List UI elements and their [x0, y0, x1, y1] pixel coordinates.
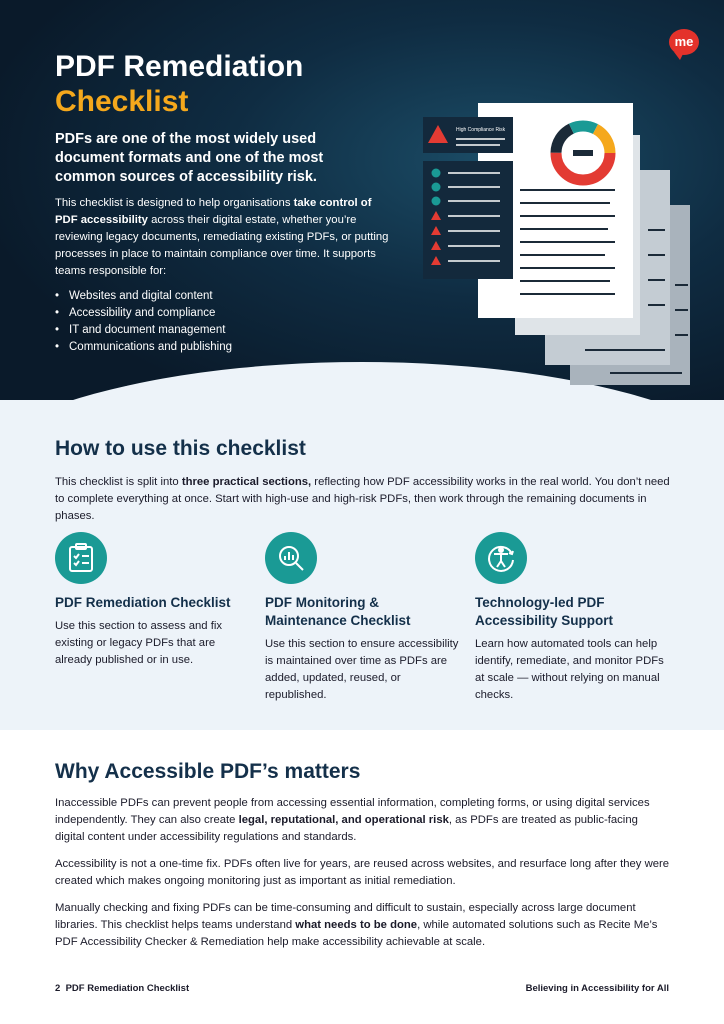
footer-tagline: Believing in Accessibility for All	[525, 983, 669, 994]
how-to-background	[0, 400, 724, 730]
section-text: Learn how automated tools can help ident…	[475, 638, 664, 701]
why-p1-bold: legal, reputational, and operational ris…	[238, 814, 449, 826]
section-title: PDF Remediation Checklist	[55, 595, 231, 610]
donut-chart-icon	[550, 120, 616, 186]
intro-text-bold: take control of PDF accessibility	[55, 197, 372, 226]
audience-list-item: Websites and digital content	[55, 288, 232, 305]
audience-list: Websites and digital content Accessibili…	[55, 288, 232, 356]
checklist-panel-items	[431, 168, 500, 265]
intro-text-end: across their digital estate, whether you…	[55, 214, 389, 277]
document-stack-illustration: High Compliance Risk	[423, 103, 690, 385]
recite-me-logo: me	[669, 29, 699, 60]
why-paragraph-3: Manually checking and fixing PDFs can be…	[55, 900, 670, 951]
intro-text-start: This checklist is designed to help organ…	[55, 197, 294, 209]
audience-list-item: Accessibility and compliance	[55, 305, 232, 322]
section-text: Use this section to ensure accessibility…	[265, 638, 459, 701]
section-text: Use this section to assess and fix exist…	[55, 620, 223, 666]
lead-text: PDFs are one of the most widely used doc…	[55, 131, 324, 185]
section-card-remediation: PDF Remediation Checklist Use this secti…	[55, 532, 250, 669]
why-paragraph-1: Inaccessible PDFs can prevent people fro…	[55, 795, 670, 846]
audience-list-item: IT and document management	[55, 322, 232, 339]
why-p3-start: Manually checking and fixing PDFs can be…	[55, 902, 636, 931]
how-to-intro: This checklist is split into three pract…	[55, 474, 670, 525]
how-to-intro-start: This checklist is split into	[55, 476, 182, 488]
accessibility-person-icon	[475, 532, 527, 584]
why-p3-end: , while automated solutions such as Reci…	[55, 919, 658, 948]
section-card-technology: Technology-led PDF Accessibility Support…	[475, 532, 670, 704]
why-heading: Why Accessible PDF’s matters	[55, 760, 361, 783]
clipboard-checklist-icon	[55, 532, 107, 584]
why-p1-start: Inaccessible PDFs can prevent people fro…	[55, 797, 650, 826]
why-p1-end: , as PDFs are treated as public-facing d…	[55, 814, 638, 843]
section-card-monitoring: PDF Monitoring & Maintenance Checklist U…	[265, 532, 460, 704]
page-number: 2	[55, 983, 61, 994]
how-to-intro-bold: three practical sections,	[181, 476, 312, 488]
magnifier-chart-icon	[265, 532, 317, 584]
warning-icon	[428, 125, 448, 143]
footer-doc-title: PDF Remediation Checklist	[65, 983, 190, 994]
how-to-heading: How to use this checklist	[55, 437, 306, 460]
page-title-line2: Checklist	[55, 85, 189, 118]
audience-list-item: Communications and publishing	[55, 339, 232, 356]
footer-left: 2 PDF Remediation Checklist	[55, 983, 189, 994]
why-paragraph-2: Accessibility is not a one-time fix. PDF…	[55, 858, 670, 887]
how-to-intro-end: reflecting how PDF accessibility works i…	[55, 476, 670, 522]
section-title: PDF Monitoring & Maintenance Checklist	[265, 595, 411, 628]
intro-paragraph: This checklist is designed to help organ…	[55, 195, 395, 280]
page-title-line1: PDF Remediation	[55, 50, 304, 83]
section-title: Technology-led PDF Accessibility Support	[475, 595, 614, 628]
why-p3-bold: what needs to be done	[295, 919, 418, 931]
svg-text:High Compliance Risk: High Compliance Risk	[456, 127, 506, 133]
